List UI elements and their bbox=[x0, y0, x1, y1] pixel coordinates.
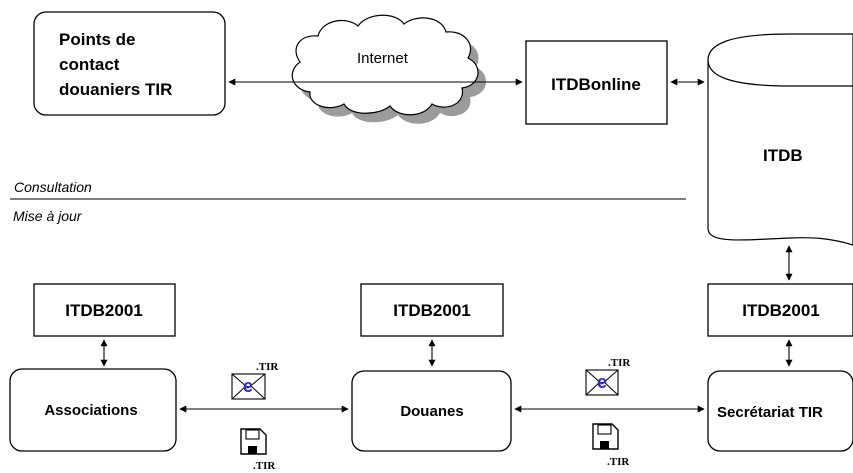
points-contact-node: Points de contact douaniers TIR bbox=[33, 11, 226, 116]
itdb2001-right-node: ITDB2001 bbox=[707, 283, 853, 337]
mise-a-jour-label: Mise à jour bbox=[13, 208, 83, 224]
associations-node: Associations bbox=[9, 368, 177, 452]
internet-cloud: Internet bbox=[291, 14, 487, 124]
internet-label: Internet bbox=[357, 50, 409, 67]
points-contact-line-2: contact bbox=[59, 55, 120, 74]
email-icon: e bbox=[231, 373, 266, 400]
email-letter: e bbox=[243, 376, 253, 396]
points-contact-line-1: Points de bbox=[59, 30, 136, 49]
associations-label: Associations bbox=[44, 402, 137, 419]
itdb2001-left-label: ITDB2001 bbox=[65, 301, 142, 320]
email-icon: e bbox=[585, 369, 619, 396]
itdb2001-mid-label: ITDB2001 bbox=[393, 301, 470, 320]
itdb-label: ITDB bbox=[763, 146, 803, 165]
email-letter: e bbox=[597, 372, 607, 392]
floppy-disk-icon bbox=[240, 428, 267, 455]
itdb2001-right-label: ITDB2001 bbox=[742, 301, 819, 320]
itdb2001-left-node: ITDB2001 bbox=[33, 283, 176, 337]
email-file-ext: .TIR bbox=[608, 357, 631, 369]
secretariat-label: Secrétariat TIR bbox=[717, 404, 823, 421]
points-contact-line-3: douaniers TIR bbox=[59, 80, 172, 99]
secretariat-node: Secrétariat TIR bbox=[707, 370, 853, 452]
douanes-node: Douanes bbox=[351, 370, 512, 452]
itdb2001-mid-node: ITDB2001 bbox=[360, 283, 504, 337]
douanes-label: Douanes bbox=[400, 403, 463, 420]
itdbonline-node: ITDBonline bbox=[525, 40, 668, 125]
itdbonline-label: ITDBonline bbox=[551, 75, 641, 94]
consultation-label: Consultation bbox=[14, 179, 92, 195]
floppy-file-ext: .TIR bbox=[607, 456, 630, 468]
email-file-ext: .TIR bbox=[256, 361, 279, 373]
floppy-file-ext: .TIR bbox=[253, 460, 276, 472]
floppy-disk-icon bbox=[592, 423, 619, 450]
itdb-database: ITDB bbox=[707, 33, 853, 246]
